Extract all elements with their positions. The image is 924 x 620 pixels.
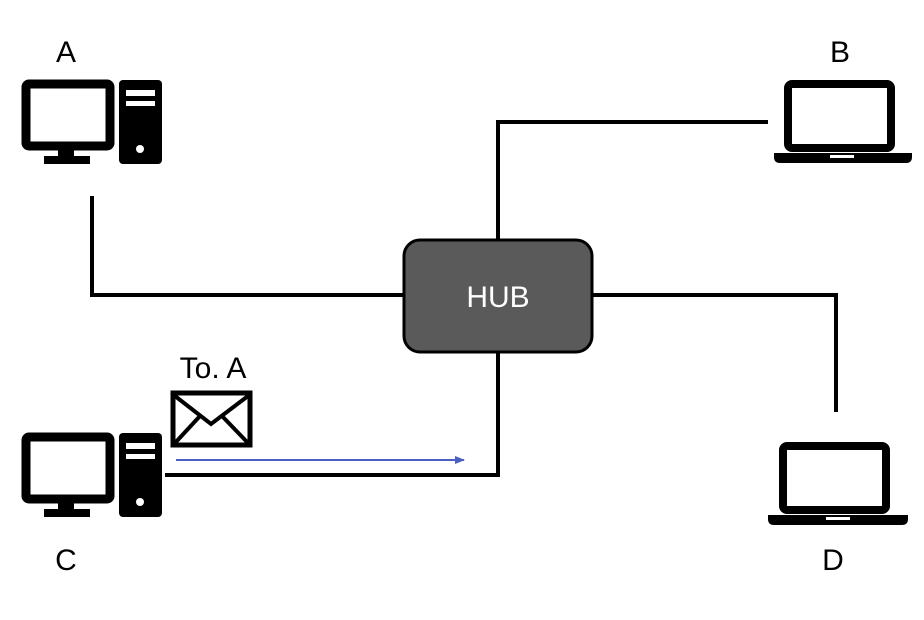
computer-c: C xyxy=(21,432,162,577)
hub-label: HUB xyxy=(466,281,529,314)
laptop-d: D xyxy=(768,442,908,577)
hub-box xyxy=(402,238,594,354)
laptop-icon xyxy=(774,80,912,163)
wire-a-hub xyxy=(90,196,404,297)
desktop-computer-icon xyxy=(21,432,162,517)
message: To. A xyxy=(170,352,465,464)
node-label-a: A xyxy=(56,36,76,69)
node-label-c: C xyxy=(55,544,77,577)
wire-b-hub xyxy=(496,120,768,240)
envelope-icon xyxy=(170,390,253,448)
wire-d-hub xyxy=(592,293,838,412)
node-label-b: B xyxy=(830,36,850,69)
message-label: To. A xyxy=(180,352,247,385)
hub: HUB xyxy=(402,238,594,354)
laptop-b: B xyxy=(774,36,912,163)
laptop-icon xyxy=(768,442,908,525)
desktop-computer-icon xyxy=(21,79,162,164)
node-label-d: D xyxy=(822,544,844,577)
computer-a: A xyxy=(21,36,162,164)
wire-c-hub xyxy=(165,352,500,477)
